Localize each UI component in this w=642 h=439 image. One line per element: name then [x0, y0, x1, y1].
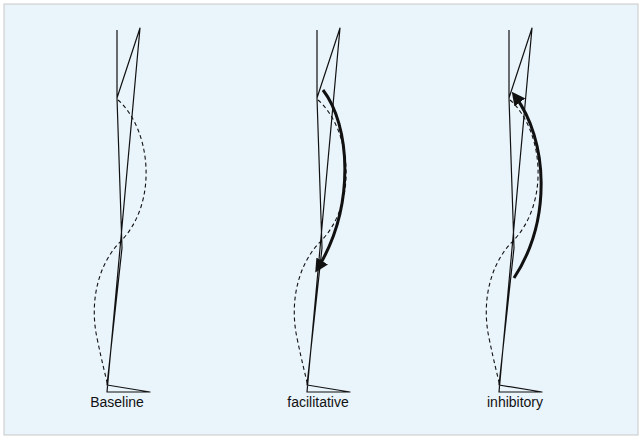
- inhibitory-arrow: [514, 96, 541, 278]
- panel-label: Baseline: [90, 394, 144, 410]
- panel: [4, 4, 638, 435]
- inhibitory-leg: [486, 28, 542, 392]
- panel-label: inhibitory: [487, 394, 543, 410]
- panel-label: facilitative: [287, 394, 348, 410]
- facilitative-arrow: [318, 90, 345, 268]
- baseline-leg: [94, 28, 150, 392]
- facilitative-leg: [294, 28, 350, 392]
